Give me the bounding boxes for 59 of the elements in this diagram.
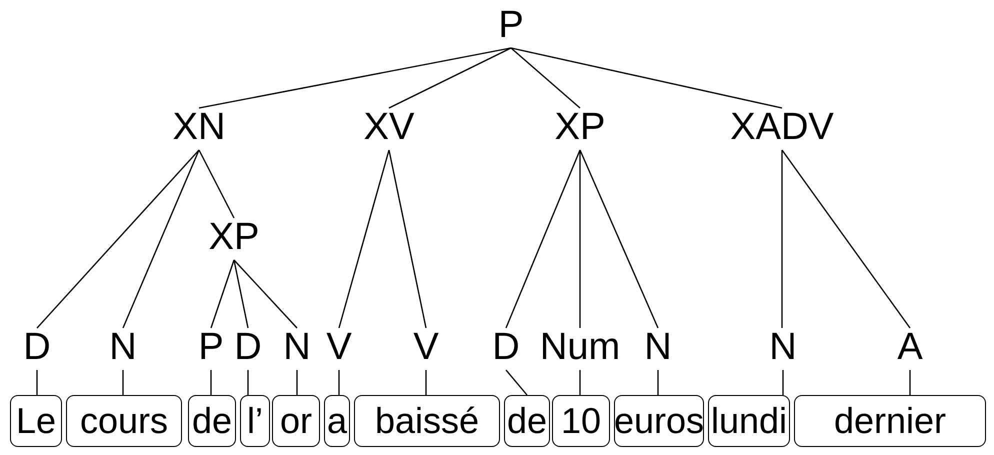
word-box: cours — [66, 395, 182, 447]
tree-branch — [210, 260, 235, 328]
tree-branch — [781, 150, 783, 328]
tree-branch — [781, 150, 911, 328]
word-box: de — [188, 395, 236, 447]
tree-branch — [510, 47, 782, 109]
word-box: l’ — [240, 395, 270, 447]
category-label: XP — [208, 218, 260, 260]
category-label: N — [108, 328, 138, 370]
category-label: A — [896, 328, 924, 370]
tree-branch — [505, 150, 581, 328]
tree-branch — [338, 150, 390, 328]
category-label: D — [233, 328, 263, 370]
tree-branch — [296, 370, 298, 395]
category-label: XV — [362, 108, 416, 150]
category-label: P — [197, 328, 225, 370]
tree-branch — [388, 150, 427, 328]
word-box: lundi — [708, 395, 790, 447]
category-label: XADV — [729, 108, 835, 150]
tree-branch — [338, 370, 340, 395]
category-label: XP — [554, 108, 606, 150]
category-label: XN — [172, 108, 226, 150]
word-box: dernier — [794, 395, 986, 447]
category-label: V — [325, 328, 353, 370]
word-box: 10 — [552, 395, 610, 447]
tree-branch — [579, 150, 581, 328]
tree-branch — [234, 260, 298, 328]
category-label: Num — [538, 328, 622, 370]
category-label: N — [282, 328, 312, 370]
category-label: N — [768, 328, 798, 370]
tree-branch — [198, 150, 235, 218]
tree-branch — [198, 47, 512, 109]
tree-branch — [247, 370, 249, 395]
category-label: N — [643, 328, 673, 370]
tree-branch — [122, 370, 124, 395]
word-box: or — [272, 395, 320, 447]
tree-branch — [36, 150, 200, 328]
word-box: de — [504, 395, 550, 447]
word-box: Le — [10, 395, 62, 447]
word-box: baissé — [354, 395, 500, 447]
tree-branch — [782, 370, 784, 395]
tree-branch — [506, 370, 528, 396]
tree-branch — [579, 370, 581, 395]
tree-branch — [210, 370, 212, 395]
category-label: D — [491, 328, 521, 370]
tree-branch — [579, 150, 659, 328]
word-box: a — [324, 395, 350, 447]
word-box: euros — [614, 395, 704, 447]
tree-branch — [510, 48, 580, 108]
tree-branch — [657, 370, 659, 395]
category-label: V — [412, 328, 440, 370]
category-label: P — [497, 6, 525, 48]
category-label: D — [22, 328, 52, 370]
tree-branch — [233, 260, 249, 328]
tree-branch — [36, 370, 38, 395]
tree-branch — [388, 47, 512, 109]
tree-branch — [122, 150, 200, 328]
tree-branch — [909, 370, 911, 395]
tree-branch — [425, 370, 427, 395]
